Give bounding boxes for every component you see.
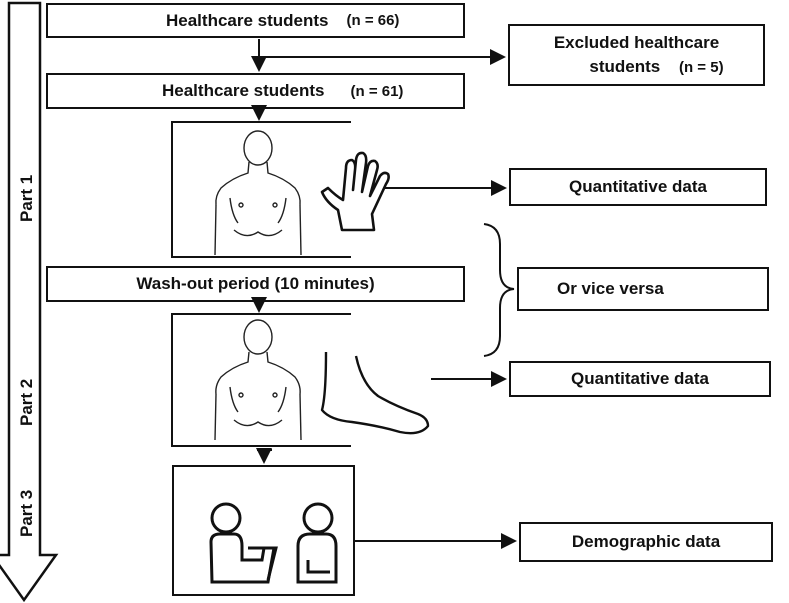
excluded-count: (n = 5) [678, 58, 724, 76]
part-3-label: Part 3 [17, 489, 36, 537]
excluded-label-students: students [589, 56, 661, 76]
quantitative-data-hand-label: Quantitative data [569, 177, 707, 196]
students-61-count: (n = 61) [350, 82, 404, 100]
students-61-label: Healthcare students [162, 81, 325, 100]
curly-brace [483, 223, 515, 357]
excluded-label-line1: Excluded healthcare [553, 32, 720, 52]
interview-panel [172, 465, 355, 596]
vice-versa-label: Or vice versa [557, 279, 664, 298]
excluded-box: Excluded healthcare students (n = 5) [508, 24, 765, 86]
excluded-label-line2: students (n = 5) [549, 55, 723, 80]
part-1-label: Part 1 [17, 174, 36, 222]
hand-stimulus-panel [171, 121, 351, 258]
quantitative-data-hand-box: Quantitative data [509, 168, 767, 206]
vice-versa-box: Or vice versa [517, 267, 769, 311]
demographic-data-box: Demographic data [519, 522, 773, 562]
students-66-label: Healthcare students [166, 10, 329, 30]
students-61-box: Healthcare students (n = 61) [46, 73, 465, 109]
students-66-box: Healthcare students (n = 66) [46, 3, 465, 38]
washout-box: Wash-out period (10 minutes) [46, 266, 465, 302]
quantitative-data-foot-box: Quantitative data [509, 361, 771, 397]
washout-label: Wash-out period (10 minutes) [136, 274, 375, 293]
students-66-count: (n = 66) [346, 12, 400, 29]
quantitative-data-foot-label: Quantitative data [571, 369, 709, 388]
foot-stimulus-panel [171, 313, 351, 447]
demographic-data-label: Demographic data [571, 532, 721, 551]
part-2-label: Part 2 [17, 378, 36, 426]
